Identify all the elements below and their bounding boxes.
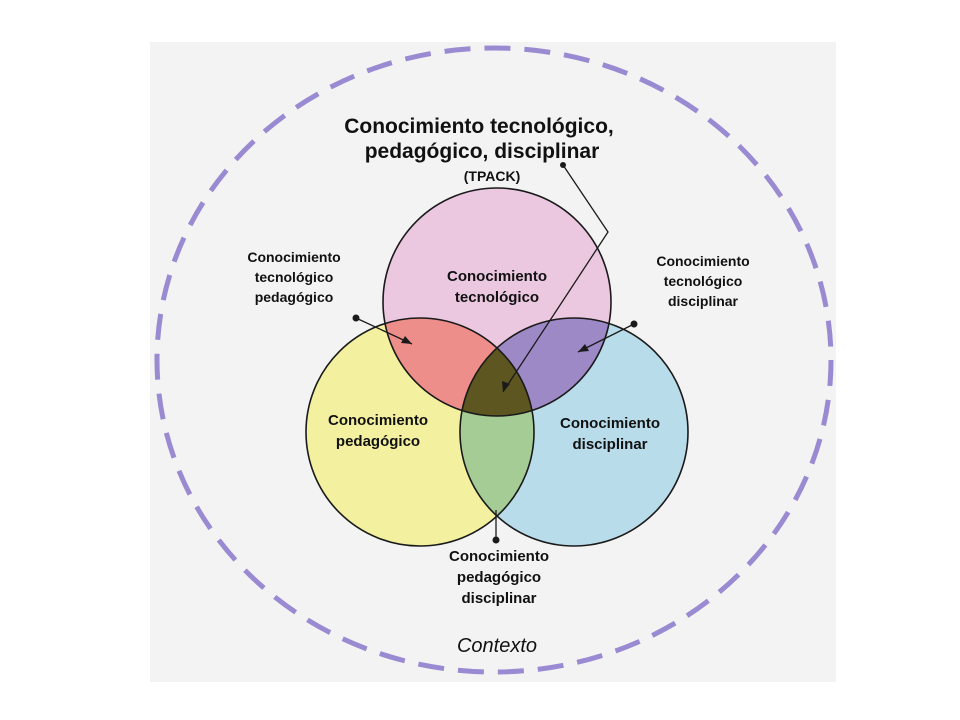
tech-ped-pointer — [355, 317, 413, 345]
tpack-center — [460, 318, 534, 416]
title-line-1: Conocimiento tecnológico, — [344, 115, 614, 138]
pedagogical-label-line-1: Conocimiento — [328, 412, 428, 429]
tpack-pointer — [502, 164, 609, 393]
disciplinary-label: Conocimiento disciplinar — [560, 415, 660, 453]
technological-label-line-2: tecnológico — [455, 289, 539, 306]
tech-disc-label-line-2: tecnológico — [664, 273, 743, 289]
disciplinary-label-line-1: Conocimiento — [560, 415, 660, 432]
tech-ped-label-line-1: Conocimiento — [247, 249, 340, 265]
ped-disc-label: Conocimiento pedagógico disciplinar — [449, 548, 549, 607]
tpack-title: Conocimiento tecnológico, pedagógico, di… — [344, 115, 614, 184]
technological-label: Conocimiento tecnológico — [447, 268, 547, 306]
tech-disc-label: Conocimiento tecnológico disciplinar — [656, 253, 749, 309]
title-line-3: (TPACK) — [464, 168, 521, 184]
title-line-2: pedagógico, disciplinar — [365, 140, 600, 163]
tech-ped-label-line-3: pedagógico — [255, 289, 334, 305]
ped-disc-label-line-2: pedagógico — [457, 569, 541, 586]
pointer-heads — [352, 162, 638, 544]
tech-ped-label: Conocimiento tecnológico pedagógico — [247, 249, 340, 305]
pedagogical-label-line-2: pedagógico — [336, 433, 420, 450]
context-boundary — [154, 45, 834, 675]
tech-ped-label-line-2: tecnológico — [255, 269, 334, 285]
ped-disc-label-line-3: disciplinar — [461, 590, 536, 607]
technological-label-line-1: Conocimiento — [447, 268, 547, 285]
tech-disc-label-line-1: Conocimiento — [656, 253, 749, 269]
pedagogical-label: Conocimiento pedagógico — [328, 412, 428, 450]
circle-outlines — [305, 187, 689, 547]
disciplinary-label-line-2: disciplinar — [572, 436, 647, 453]
ped-disc-label-line-1: Conocimiento — [449, 548, 549, 565]
tech-disc-pointer — [577, 323, 635, 353]
tech-disc-label-line-3: disciplinar — [668, 293, 739, 309]
pointer-lines — [355, 164, 635, 540]
context-label: Contexto — [457, 635, 537, 657]
